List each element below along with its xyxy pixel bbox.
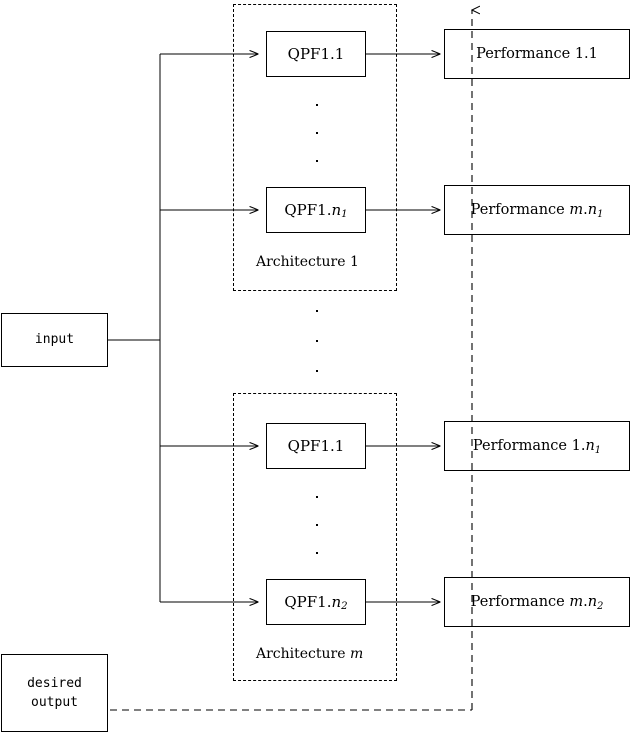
performance-block-m-n1-dot: . [583, 201, 588, 218]
input-block[interactable]: input [1, 313, 108, 367]
ellipsis-dot [315, 160, 318, 162]
qpf-block-m-n2[interactable]: QPF1.n2 [266, 579, 366, 625]
performance-block-m-n2-var2: n [587, 593, 598, 610]
performance-block-m-n1-label: Performance m.n1 [470, 201, 604, 220]
qpf-block-m-n2-base: QPF1. [284, 592, 332, 611]
architecture-1-caption-prefix: Architecture [256, 254, 350, 270]
desired-output-block[interactable]: desired output [1, 654, 108, 732]
qpf-block-m-1-label: QPF1.1 [287, 436, 345, 455]
ellipsis-between-architectures [315, 310, 318, 372]
performance-block-m-n1-var2: n [587, 201, 598, 218]
performance-block-m-n2-var1: m [569, 593, 584, 610]
architecture-1-group-boundary [233, 4, 397, 291]
performance-block-1-n1-prefix: Performance 1. [472, 437, 586, 454]
architecture-m-caption: Architecture m [256, 646, 363, 662]
ellipsis-dot [315, 370, 318, 372]
qpf-block-1-n1-label: QPF1.n1 [284, 200, 348, 221]
ellipsis-dot [315, 496, 318, 498]
architecture-1-caption: Architecture 1 [256, 254, 359, 270]
desired-output-line-2: output [31, 695, 78, 710]
performance-block-m-n2[interactable]: Performance m.n2 [444, 577, 630, 627]
architecture-m-caption-index: m [349, 646, 364, 662]
qpf-block-1-n1-sub: 1 [341, 209, 348, 221]
performance-block-m-n2-dot: . [583, 593, 588, 610]
qpf-block-1-1-label: QPF1.1 [287, 44, 345, 63]
performance-block-m-n1-prefix: Performance [470, 201, 570, 218]
qpf-block-1-n1[interactable]: QPF1.n1 [266, 187, 366, 233]
ellipsis-dot [315, 310, 318, 312]
ellipsis-dot [315, 340, 318, 342]
architecture-1-caption-index: 1 [349, 254, 359, 270]
qpf-block-m-n2-var: n [331, 592, 342, 611]
architecture-m-caption-prefix: Architecture [256, 646, 350, 662]
performance-block-1-n1-label: Performance 1.n1 [472, 437, 602, 456]
performance-block-1-n1-var2: n [585, 437, 595, 454]
performance-block-m-n1[interactable]: Performance m.n1 [444, 185, 630, 235]
ellipsis-dot [315, 524, 318, 526]
performance-block-1-n1[interactable]: Performance 1.n1 [444, 421, 630, 471]
performance-block-1-n1-sub: 1 [594, 444, 602, 456]
qpf-block-m-n2-label: QPF1.n2 [284, 592, 348, 613]
qpf-block-m-n2-sub: 2 [341, 601, 348, 613]
input-block-label: input [34, 332, 75, 348]
qpf-block-1-n1-var: n [331, 200, 342, 219]
performance-block-m-n1-var1: m [569, 201, 584, 218]
ellipsis-dot [315, 132, 318, 134]
performance-block-m-n2-sub: 2 [597, 600, 604, 612]
performance-block-1-1[interactable]: Performance 1.1 [444, 29, 630, 79]
performance-block-m-n2-label: Performance m.n2 [470, 593, 604, 612]
qpf-block-1-1[interactable]: QPF1.1 [266, 31, 366, 77]
performance-block-m-n1-sub: 1 [597, 208, 604, 220]
qpf-block-1-n1-base: QPF1. [284, 200, 332, 219]
performance-block-m-n2-prefix: Performance [470, 593, 570, 610]
ellipsis-dot [315, 104, 318, 106]
ellipsis-architecture-m-blocks [315, 496, 318, 554]
desired-output-line-1: desired [27, 675, 82, 691]
ellipsis-dot [315, 552, 318, 554]
performance-block-1-1-label: Performance 1.1 [476, 45, 598, 62]
qpf-block-m-1[interactable]: QPF1.1 [266, 423, 366, 469]
architecture-m-group-boundary [233, 393, 397, 681]
ellipsis-architecture-1-blocks [315, 104, 318, 162]
